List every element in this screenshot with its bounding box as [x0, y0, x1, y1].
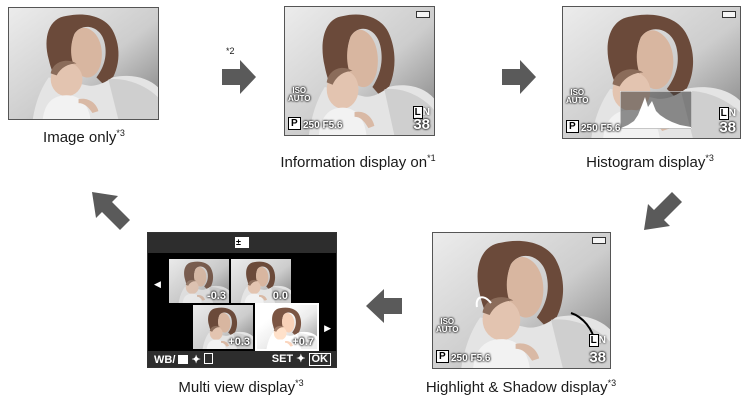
battery-icon	[592, 237, 606, 244]
exposure-comp-icon: ±	[235, 237, 249, 248]
histogram-graph	[620, 91, 692, 129]
shooting-mode: P	[436, 350, 449, 363]
ok-button-icon: OK	[308, 353, 331, 366]
shooting-mode: P	[566, 120, 579, 133]
arrow-icon: ✦	[296, 353, 306, 365]
scroll-left-indicator[interactable]: ◀	[154, 279, 161, 289]
exposure-value: 0.0	[272, 290, 288, 302]
dial-icon	[203, 353, 213, 364]
exposure-values: 250 F5.6	[451, 353, 491, 364]
arrow-down-left-icon	[644, 192, 682, 230]
arrow-icon: ✦	[191, 354, 201, 366]
thumbnail-0-0[interactable]: 0.0	[231, 259, 291, 303]
arrow-right-icon	[502, 60, 536, 94]
frame-count: 38	[719, 119, 736, 136]
thumbnail-plus-0-3[interactable]: +0.3	[193, 305, 253, 349]
exposure-value: +0.7	[292, 336, 314, 348]
frame-count: 38	[413, 116, 430, 133]
shooting-mode: P	[288, 117, 301, 130]
caption-multi-view: Multi view display*3	[178, 378, 304, 396]
exposure-values: 250 F5.6	[581, 123, 621, 134]
highlight-shadow-outline	[475, 296, 596, 344]
battery-icon	[416, 11, 430, 18]
caption-info-display: Information display on*1	[280, 153, 436, 171]
multi-view-header: ±	[148, 233, 336, 253]
wb-exposure-hint: WB/ ✦	[154, 353, 213, 366]
frame-count: 38	[589, 349, 606, 366]
exposure-values: 250 F5.6	[303, 120, 343, 131]
image-only-screen	[8, 7, 159, 120]
set-ok-hint: SET ✦ OK	[272, 352, 331, 366]
exposure-value: -0.3	[207, 290, 226, 302]
caption-highlight-shadow: Highlight & Shadow display*3	[425, 378, 617, 396]
exposure-comp-icon	[178, 355, 189, 364]
arrow-left-icon	[366, 289, 402, 323]
arrow-up-left-icon	[92, 192, 130, 230]
photo-mother-baby	[285, 7, 434, 135]
thumbnail-minus-0-3[interactable]: -0.3	[169, 259, 229, 303]
thumbnail-plus-0-7[interactable]: +0.7	[255, 303, 319, 351]
photo-mother-baby	[9, 8, 158, 119]
battery-icon	[722, 11, 736, 18]
exposure-value: +0.3	[228, 336, 250, 348]
arrow-right-icon	[222, 60, 256, 94]
multi-view-footer: WB/ ✦ SET ✦ OK	[148, 351, 336, 367]
scroll-right-indicator[interactable]: ▶	[324, 323, 331, 333]
transition-note: *2	[226, 46, 235, 56]
multi-view-screen: ± ◀ ▶ -0.3 0.0 +0.3 +0.7 WB/ ✦ SET ✦ OK	[147, 232, 337, 368]
caption-image-only: Image only*3	[43, 128, 125, 146]
caption-histogram: Histogram display*3	[586, 153, 714, 171]
